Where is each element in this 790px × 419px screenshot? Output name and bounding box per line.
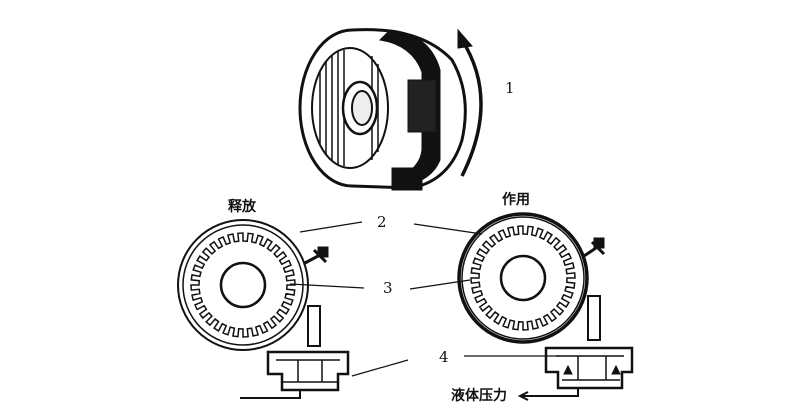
- released-teeth: [190, 232, 296, 338]
- rotation-arrow: [460, 39, 483, 177]
- applied-servo-rod: [587, 295, 601, 341]
- applied-servo-body: [544, 346, 634, 390]
- applied-brake: [457, 212, 634, 401]
- state-released-label: 释放: [228, 199, 256, 215]
- leader-3-left: [289, 283, 365, 289]
- gear-teeth: [470, 225, 576, 331]
- label-3: 3: [383, 279, 393, 297]
- leader-2-left: [299, 221, 363, 233]
- applied-teeth: [470, 225, 576, 331]
- pressure-arrow-head: [517, 391, 529, 401]
- released-servo-rod: [307, 305, 321, 347]
- gear-teeth: [190, 232, 296, 338]
- leader-lines: [289, 221, 560, 377]
- drum-hub-inner: [351, 90, 373, 126]
- released-brake: [177, 219, 350, 399]
- label-2: 2: [377, 213, 387, 231]
- label-1: 1: [505, 79, 515, 97]
- brake-drum-assembly: [298, 28, 483, 191]
- fluid-pressure-label: 液体压力: [451, 388, 507, 404]
- leader-2-right: [413, 223, 483, 235]
- state-applied-label: 作用: [502, 192, 530, 208]
- leader-3-right: [409, 279, 471, 290]
- applied-drum-outer: [461, 216, 585, 340]
- applied-fluid-line: [520, 388, 579, 397]
- released-drum-bore: [219, 261, 267, 309]
- band-anchor-lower: [391, 167, 423, 191]
- applied-drum-bore: [499, 254, 547, 302]
- released-fluid-line: [240, 390, 301, 399]
- leader-4-left: [351, 359, 409, 377]
- label-4: 4: [439, 348, 449, 366]
- band-anchor-upper: [407, 79, 437, 133]
- released-servo-body: [266, 350, 350, 392]
- rotation-arrow-head: [457, 28, 473, 49]
- applied-band: [457, 212, 589, 344]
